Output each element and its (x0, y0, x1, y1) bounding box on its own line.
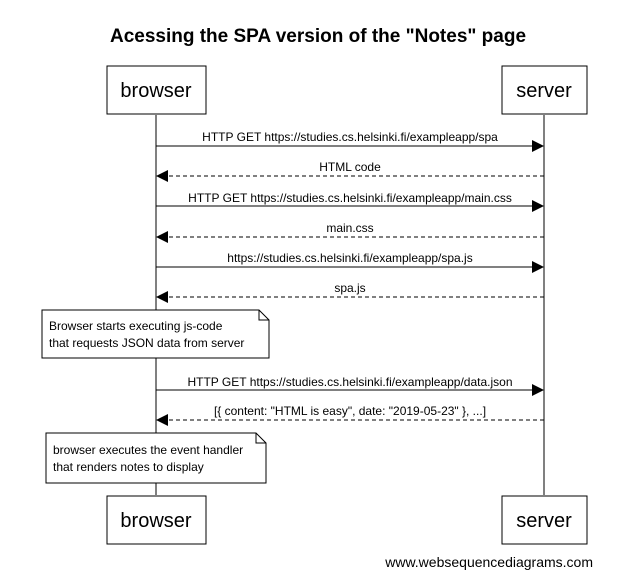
actor-server-top-label: server (516, 80, 572, 102)
message-1-label: HTTP GET https://studies.cs.helsinki.fi/… (202, 130, 498, 144)
actor-browser-top-label: browser (120, 80, 191, 102)
message-5-label: https://studies.cs.helsinki.fi/exampleap… (227, 251, 472, 265)
message-5: https://studies.cs.helsinki.fi/exampleap… (156, 251, 544, 273)
message-2: HTML code (156, 160, 544, 182)
note-1-line-1: Browser starts executing js-code (49, 319, 223, 333)
actor-browser-bottom: browser (106, 495, 207, 545)
message-6: spa.js (156, 281, 544, 303)
message-3: HTTP GET https://studies.cs.helsinki.fi/… (156, 191, 544, 212)
note-1: Browser starts executing js-code that re… (41, 309, 270, 359)
message-1: HTTP GET https://studies.cs.helsinki.fi/… (156, 130, 544, 152)
actor-server-bottom: server (501, 495, 588, 545)
message-6-label: spa.js (334, 281, 365, 295)
message-8-label: [{ content: "HTML is easy", date: "2019-… (214, 404, 486, 418)
actor-server-top: server (501, 65, 588, 115)
note-1-line-2: that requests JSON data from server (49, 336, 244, 350)
message-4: main.css (156, 221, 544, 243)
note-2-line-2: that renders notes to display (53, 460, 204, 474)
message-8: [{ content: "HTML is easy", date: "2019-… (156, 404, 544, 426)
note-2: browser executes the event handler that … (45, 432, 267, 484)
footer-watermark: www.websequencediagrams.com (384, 554, 593, 570)
message-3-label: HTTP GET https://studies.cs.helsinki.fi/… (188, 191, 512, 205)
note-2-line-1: browser executes the event handler (53, 443, 243, 457)
message-7-label: HTTP GET https://studies.cs.helsinki.fi/… (187, 375, 512, 389)
message-2-label: HTML code (319, 160, 381, 174)
diagram-title: Acessing the SPA version of the "Notes" … (110, 26, 526, 47)
actor-server-bottom-label: server (516, 510, 572, 532)
actor-browser-bottom-label: browser (120, 510, 191, 532)
message-7: HTTP GET https://studies.cs.helsinki.fi/… (156, 375, 544, 396)
actor-browser-top: browser (106, 65, 207, 115)
message-4-label: main.css (326, 221, 373, 235)
